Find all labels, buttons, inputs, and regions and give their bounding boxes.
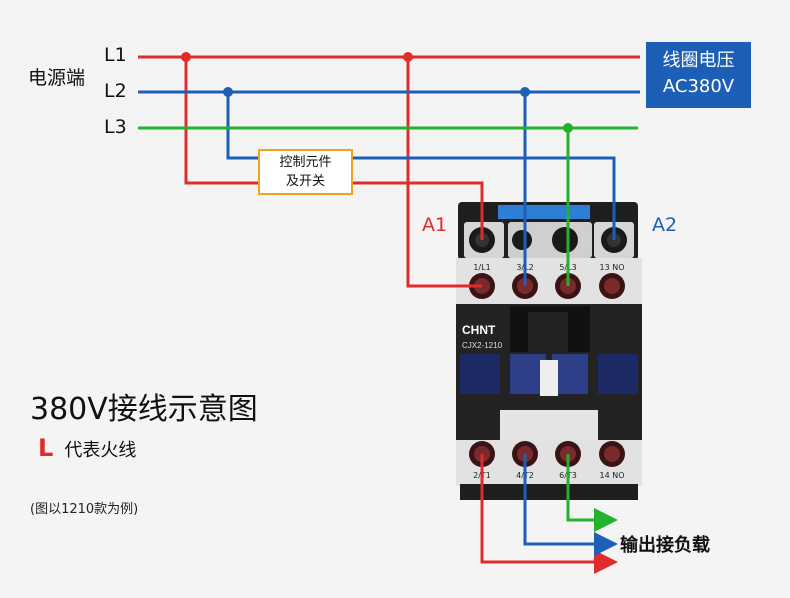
wire-l3 (138, 126, 638, 532)
line-label-l2: L2 (104, 80, 127, 102)
contactor-model: CJX2-1210 (462, 341, 503, 350)
coil-voltage-line1: 线圈电压 (662, 50, 735, 71)
page-title: 380V接线示意图 (30, 392, 258, 427)
output-label: 输出接负载 (620, 535, 710, 556)
legend: L 代表火线 (38, 434, 136, 462)
legend-symbol: L (38, 434, 54, 462)
control-element-line2: 及开关 (285, 174, 325, 189)
wire-l1 (138, 55, 640, 574)
bottom-terminal-label-4: 14 NO (599, 471, 624, 480)
coil-terminal-mid (512, 227, 578, 253)
footnote: (图以1210款为例) (30, 502, 139, 517)
coil-terminal-a1-label: A1 (422, 214, 448, 236)
line-label-l1: L1 (104, 44, 127, 66)
power-source-label: 电源端 (28, 67, 86, 89)
junction-dots (181, 52, 573, 133)
coil-terminal-a2-label: A2 (652, 214, 678, 236)
coil-voltage-box: 线圈电压 AC380V (646, 42, 751, 108)
coil-voltage-line2: AC380V (662, 76, 735, 97)
legend-text: 代表火线 (64, 440, 137, 461)
line-label-l3: L3 (104, 116, 127, 138)
top-terminal-label-1: 1/L1 (473, 263, 490, 272)
wire-l2 (138, 90, 640, 556)
contactor-brand: CHNT (462, 323, 496, 337)
top-terminal-label-4: 13 NO (599, 263, 624, 272)
control-element-line1: 控制元件 (279, 155, 332, 170)
control-element-box: 控制元件 及开关 (258, 149, 353, 195)
